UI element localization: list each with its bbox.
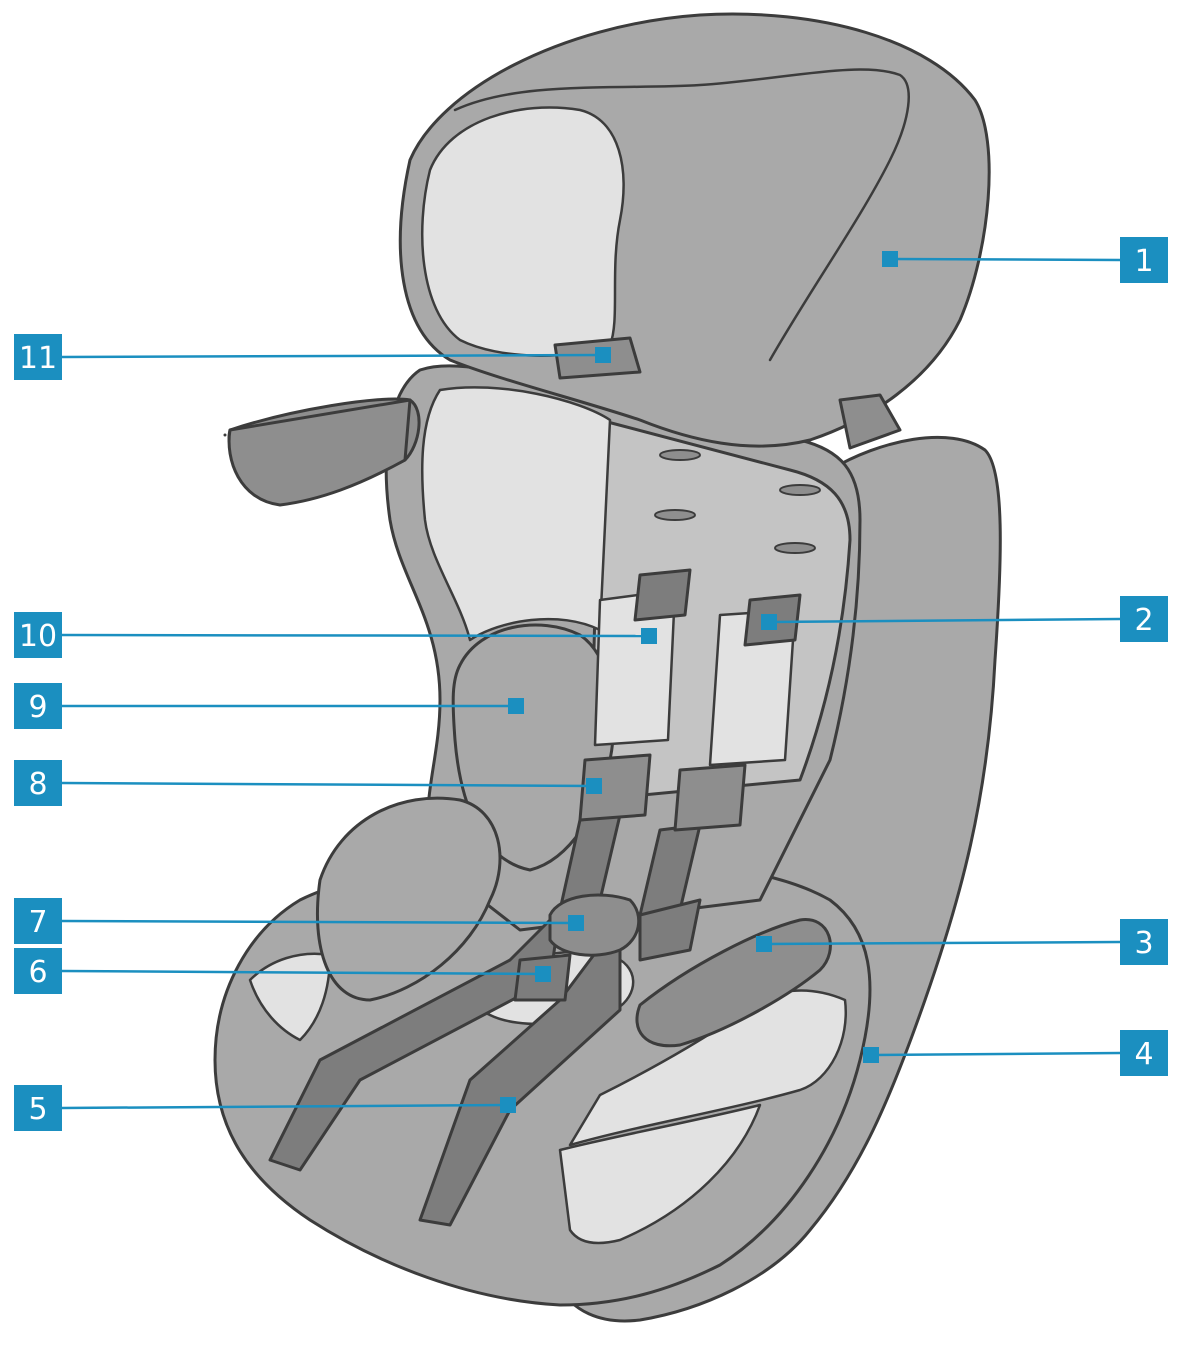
- callout-number: 9: [28, 690, 47, 725]
- callout-1: 1: [882, 237, 1168, 283]
- callout-number: 8: [28, 767, 47, 802]
- headrest-cushion: [421, 106, 625, 357]
- callout-marker: [508, 698, 524, 714]
- callout-leader-line: [61, 969, 544, 976]
- callout-leader-line: [870, 1051, 1121, 1057]
- callout-number: 1: [1134, 244, 1153, 279]
- callout-7: 7: [14, 898, 584, 944]
- callout-leader-line: [763, 940, 1121, 946]
- callout-5: 5: [14, 1085, 516, 1131]
- seat-cushion-front: [558, 1103, 762, 1245]
- callout-marker: [535, 966, 551, 982]
- callout-marker: [595, 347, 611, 363]
- callout-marker: [586, 778, 602, 794]
- headrest-bracket: [838, 393, 902, 450]
- headrest-piping: [453, 68, 910, 362]
- callout-9: 9: [14, 683, 524, 729]
- callout-box: [14, 683, 62, 729]
- callout-8: 8: [14, 760, 602, 806]
- harness-slots: [654, 449, 821, 554]
- car-seat-illustration: [213, 12, 1002, 1323]
- callout-marker: [500, 1097, 516, 1113]
- callout-marker: [882, 251, 898, 267]
- callout-leader-line: [61, 919, 577, 925]
- callout-4: 4: [863, 1030, 1168, 1076]
- callout-number: 10: [19, 619, 57, 654]
- callout-marker: [568, 915, 584, 931]
- backrest-side-panel: [420, 386, 612, 642]
- callout-box: [14, 612, 62, 658]
- callout-labels: 1 2 3 4 5 6 7 8 9 10 11: [14, 237, 1168, 1131]
- callout-leader-line: [61, 633, 650, 638]
- callout-10: 10: [14, 612, 657, 658]
- callout-leader-line: [61, 781, 595, 788]
- callout-marker: [641, 628, 657, 644]
- callout-number: 11: [19, 341, 57, 376]
- callout-number: 4: [1134, 1037, 1153, 1072]
- callout-leader-line: [768, 617, 1121, 624]
- seat-cushion-panel: [568, 989, 848, 1147]
- callout-marker: [756, 936, 772, 952]
- callout-box: [14, 334, 62, 380]
- callout-box: [1120, 596, 1168, 642]
- harness-clip-left: [578, 753, 652, 822]
- callout-number: 7: [28, 905, 47, 940]
- side-cushion-lower: [315, 796, 502, 1002]
- callout-box: [14, 1085, 62, 1131]
- armrest-right: [635, 918, 832, 1048]
- callout-marker: [761, 614, 777, 630]
- callout-number: 3: [1134, 926, 1153, 961]
- callout-marker: [863, 1047, 879, 1063]
- callout-box: [14, 898, 62, 944]
- armrest-left-front: [227, 398, 412, 507]
- callout-11: 11: [14, 334, 611, 380]
- central-buckle: [548, 893, 641, 957]
- callout-number: 5: [28, 1092, 47, 1127]
- callout-6: 6: [14, 948, 551, 994]
- callout-box: [14, 760, 62, 806]
- seat-cushion-left: [248, 952, 332, 1042]
- callout-box: [14, 948, 62, 994]
- callout-number: 6: [28, 955, 47, 990]
- callout-3: 3: [756, 919, 1168, 965]
- callout-box: [1120, 237, 1168, 283]
- callout-box: [1120, 919, 1168, 965]
- callout-number: 2: [1134, 603, 1153, 638]
- shoulder-strap-left-top: [633, 568, 692, 622]
- callout-leader-line: [61, 1103, 509, 1110]
- callout-leader-line: [889, 257, 1121, 262]
- callout-2: 2: [761, 596, 1168, 642]
- callout-box: [1120, 1030, 1168, 1076]
- harness-clip-right: [673, 763, 747, 832]
- callout-leader-line: [61, 353, 604, 359]
